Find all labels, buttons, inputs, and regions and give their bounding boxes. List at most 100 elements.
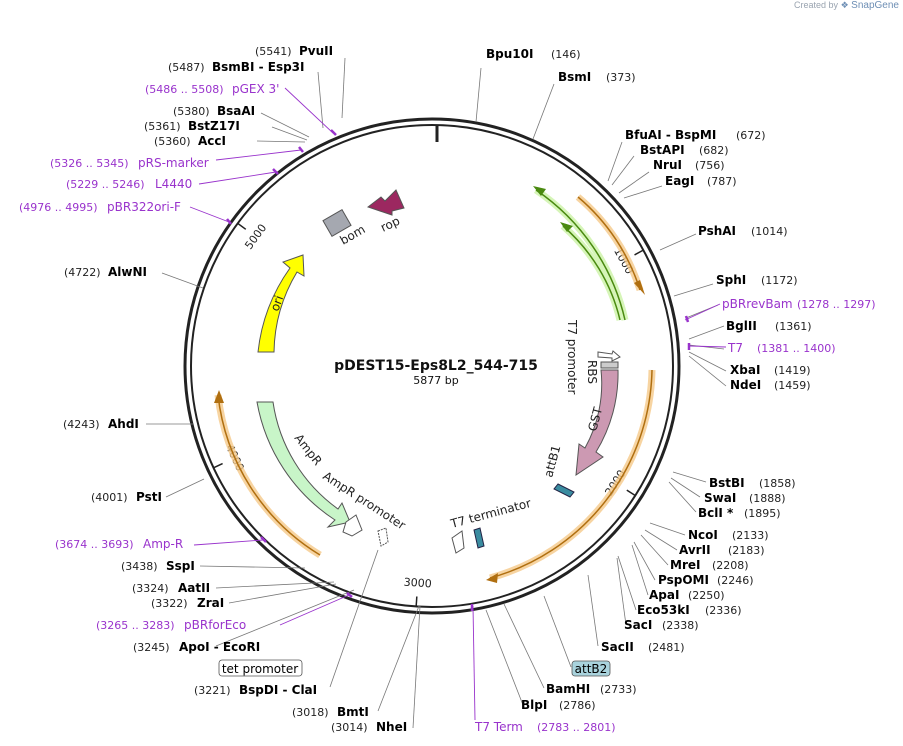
feature-ampr-shape — [256, 401, 351, 528]
enzyme-pspomi: PspOMI — [658, 573, 709, 587]
enzyme-blpi-pos: (2786) — [559, 699, 596, 712]
enzyme-mrei: MreI — [670, 558, 700, 572]
primer-t7-pos: (1381 .. 1400) — [757, 342, 836, 355]
primer-pbrrevbam-pos: (1278 .. 1297) — [797, 298, 876, 311]
enzyme-bsmi-pos: (373) — [606, 71, 636, 84]
enzyme-bsaai-pos: (5380) — [173, 105, 210, 118]
enzyme-swai-pos: (1888) — [749, 492, 786, 505]
primer-prs-marker-pos: (5326 .. 5345) — [50, 157, 129, 170]
enzyme-alwni: AlwNI — [108, 265, 147, 279]
feature-ori-shape — [257, 254, 305, 353]
enzyme-acci: AccI — [198, 134, 226, 148]
enzyme-bsaai: BsaAI — [217, 104, 255, 118]
backbone-inner — [190, 124, 674, 608]
enzyme-ncoi-pos: (2133) — [732, 529, 769, 542]
primer-amp-r: Amp-R — [143, 537, 183, 551]
tick-mark — [213, 462, 223, 469]
enzyme-bmti: BmtI — [337, 705, 369, 719]
enzyme-bamhi: BamHI — [546, 682, 590, 696]
primer-pgex3-pos: (5486 .. 5508) — [145, 83, 224, 96]
enzyme-bstapi-pos: (682) — [699, 144, 729, 157]
primer-pbr322ori: pBR322ori-F — [107, 200, 181, 214]
enzyme-eagi: EagI — [665, 174, 694, 188]
enzyme-eagi-pos: (787) — [707, 175, 737, 188]
enzyme-bmti-pos: (3018) — [292, 706, 329, 719]
enzyme-bsmbi-pos: (5487) — [168, 61, 205, 74]
feature-bom-shape — [322, 209, 352, 237]
enzyme-bstz17i: BstZ17I — [188, 119, 240, 133]
feature-orange-right-line — [489, 369, 653, 579]
primer-pbrforeco-pos: (3265 .. 3283) — [96, 619, 175, 632]
enzyme-nhei: NheI — [376, 720, 407, 734]
enzyme-pvuii: PvuII — [299, 44, 333, 58]
enzyme-bspdi-pos: (3221) — [194, 684, 231, 697]
enzyme-alwni-pos: (4722) — [64, 266, 101, 279]
feature-green-outer-arrow — [533, 186, 546, 196]
feature-green-outer-line — [535, 189, 626, 321]
tick-mark — [634, 249, 644, 256]
feature-orange-left-arrow — [214, 390, 224, 403]
primer-pbrforeco: pBRforEco — [184, 618, 246, 632]
enzyme-bfuai-pos: (672) — [736, 129, 766, 142]
feature-t7-terminator-label: T7 terminator — [448, 496, 532, 531]
feature-t7-promoter-shape — [597, 350, 621, 362]
enzyme-sspi-pos: (3438) — [121, 560, 158, 573]
feature-t7-promoter-label: T7 promoter — [565, 319, 579, 395]
enzyme-acci-pos: (5360) — [154, 135, 191, 148]
enzyme-sphi-pos: (1172) — [761, 274, 798, 287]
enzyme-sacii: SacII — [601, 640, 634, 654]
tick-mark — [415, 596, 418, 607]
primer-leaders — [189, 87, 727, 721]
enzyme-aatii-pos: (3324) — [132, 582, 169, 595]
feature-rop-label: rop — [378, 214, 402, 235]
enzyme-saci-pos: (2338) — [662, 619, 699, 632]
primer-prs-marker: pRS-marker — [138, 156, 209, 170]
enzyme-nrui-pos: (756) — [695, 159, 725, 172]
enzyme-psti: PstI — [136, 490, 162, 504]
enzyme-bstbi-pos: (1858) — [759, 477, 796, 490]
feature-orange-right-arrow — [486, 573, 498, 583]
primer-t7-term-pos: (2783 .. 2801) — [537, 721, 616, 734]
enzyme-ncoi: NcoI — [688, 528, 718, 542]
enzyme-ahdi: AhdI — [108, 417, 139, 431]
enzyme-apoi: ApoI - EcoRI — [179, 640, 260, 654]
enzyme-swai: SwaI — [704, 491, 736, 505]
enzyme-psti-pos: (4001) — [91, 491, 128, 504]
enzyme-avrii-pos: (2183) — [728, 544, 765, 557]
enzyme-ndei-pos: (1459) — [774, 379, 811, 392]
enzyme-aatii: AatII — [178, 581, 210, 595]
enzyme-eco53ki-pos: (2336) — [705, 604, 742, 617]
labels-right: Bpu10I (146) BsmI (373) BfuAI - BspMI (6… — [474, 47, 876, 734]
feature-ampr-label: AmpR — [292, 431, 325, 468]
attb2-label: attB2 — [575, 662, 608, 676]
enzyme-bpu10i: Bpu10I — [486, 47, 533, 61]
enzyme-pshai: PshAI — [698, 224, 736, 238]
enzyme-ndei: NdeI — [730, 378, 761, 392]
primer-t7-term: T7 Term — [474, 720, 523, 734]
enzyme-bcli-pos: (1895) — [744, 507, 781, 520]
feature-orange-top-arrow — [634, 280, 645, 295]
enzyme-sphi: SphI — [716, 273, 746, 287]
primer-amp-r-pos: (3674 .. 3693) — [55, 538, 134, 551]
primer-pgex3: pGEX 3' — [232, 82, 279, 96]
plasmid-name: pDEST15-Eps8L2_544-715 — [334, 358, 538, 374]
primer-t7: T7 — [727, 341, 743, 355]
feature-t7-terminator-shape — [451, 530, 465, 554]
enzyme-sspi: SspI — [166, 559, 195, 573]
feature-ampr-promoter-shape — [342, 514, 363, 537]
feature-orange-left-line — [217, 394, 321, 556]
primer-l4440: L4440 — [155, 177, 192, 191]
tick-label: 5000 — [242, 222, 269, 252]
feature-green-inner-arrow — [560, 222, 573, 232]
enzyme-bspdi: BspDI - ClaI — [239, 683, 317, 697]
feature-t7-terminator-attb2-shape — [473, 527, 485, 549]
enzyme-pshai-pos: (1014) — [751, 225, 788, 238]
tick-mark — [237, 222, 247, 230]
enzyme-sacii-pos: (2481) — [648, 641, 685, 654]
tet-promoter-label: tet promoter — [222, 662, 298, 676]
enzyme-pvuii-pos: (5541) — [255, 45, 292, 58]
snapgene-logo-icon: ❖ — [840, 0, 849, 10]
enzyme-bsmi: BsmI — [558, 70, 591, 84]
enzyme-avrii: AvrII — [679, 543, 711, 557]
enzyme-saci: SacI — [624, 618, 652, 632]
